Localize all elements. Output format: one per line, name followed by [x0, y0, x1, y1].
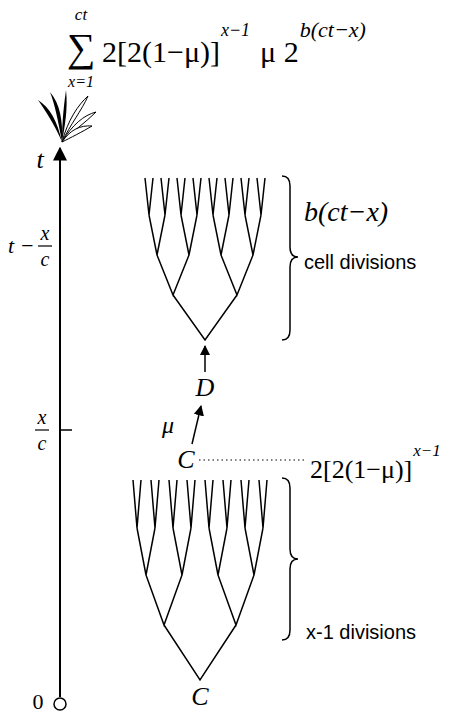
mutation-arrow [192, 406, 201, 444]
fraction-denominator: c [38, 432, 47, 454]
axis-label-holder: 0 [33, 691, 44, 713]
division-count-holder: b(ct−x) [304, 198, 388, 226]
formula-term: μ 2 [260, 35, 299, 68]
division-count: b(ct−x) [304, 196, 388, 227]
formula-term-holder: 2[2(1−μ)] [102, 37, 220, 67]
cell-lineage-tree [133, 480, 267, 680]
rate-label: μ [162, 412, 174, 438]
origin-circle [54, 698, 66, 710]
fraction-denominator: c [41, 248, 50, 270]
sum-sign-holder: ∑ [67, 28, 96, 68]
cell-label: C [191, 682, 208, 711]
bracket-label-holder: x-1 divisions [306, 622, 416, 642]
formula-exponent: x−1 [221, 20, 250, 40]
cell-label-holder: C [177, 447, 194, 473]
bracket-label-holder: cell divisions [304, 252, 416, 272]
axis-label: t [36, 145, 43, 174]
cell-label: D [196, 373, 215, 402]
dotted-leader [199, 459, 304, 460]
formula-exponent-holder: x−1 [413, 442, 441, 459]
cell-count-holder: 2[2(1−μ)] [310, 457, 412, 483]
leaf [62, 126, 92, 142]
fraction-numerator: x [41, 222, 50, 244]
rate-label-holder: μ [162, 413, 174, 437]
axis-label-holder: t [36, 147, 43, 173]
sum-upper-limit-holder: ct [75, 6, 87, 23]
fraction-numerator-holder: x [38, 407, 47, 427]
bracket-label: cell divisions [304, 251, 416, 273]
axis-label: t − [8, 233, 34, 258]
fraction-numerator: x [38, 406, 47, 428]
cell-label-holder: D [196, 375, 215, 401]
fraction-bar [35, 429, 49, 430]
formula-exponent: b(ct−x) [300, 17, 366, 42]
brace [282, 478, 298, 640]
fraction-denominator-holder: c [41, 249, 50, 269]
bracket-label: x-1 divisions [306, 621, 416, 643]
sum-lower-limit-holder: x=1 [68, 74, 94, 90]
time-axis [59, 148, 61, 697]
cell-count: 2[2(1−μ)] [310, 455, 412, 484]
axis-tick [60, 429, 72, 431]
sum-sign: ∑ [67, 25, 96, 70]
formula-exponent-holder: b(ct−x) [300, 19, 366, 41]
sum-upper-limit: ct [75, 5, 87, 24]
formula-term: 2[2(1−μ)] [102, 35, 220, 68]
fraction-bar [38, 245, 52, 246]
leaf [50, 92, 62, 142]
cell-label: C [177, 445, 194, 474]
formula-exponent: x−1 [413, 441, 441, 460]
division-arrow [204, 346, 206, 372]
palm-plant [38, 90, 96, 142]
sum-lower-limit: x=1 [68, 73, 94, 90]
cell-lineage-tree [145, 178, 265, 340]
axis-label-holder: t − [8, 235, 34, 257]
leaf [62, 112, 96, 142]
fraction-numerator-holder: x [41, 223, 50, 243]
brace [282, 176, 298, 340]
cell-label-holder: C [191, 684, 208, 710]
axis-label: 0 [33, 689, 44, 714]
fraction-denominator-holder: c [38, 433, 47, 453]
formula-term-holder: μ 2 [260, 37, 299, 67]
formula-exponent-holder: x−1 [221, 21, 250, 39]
